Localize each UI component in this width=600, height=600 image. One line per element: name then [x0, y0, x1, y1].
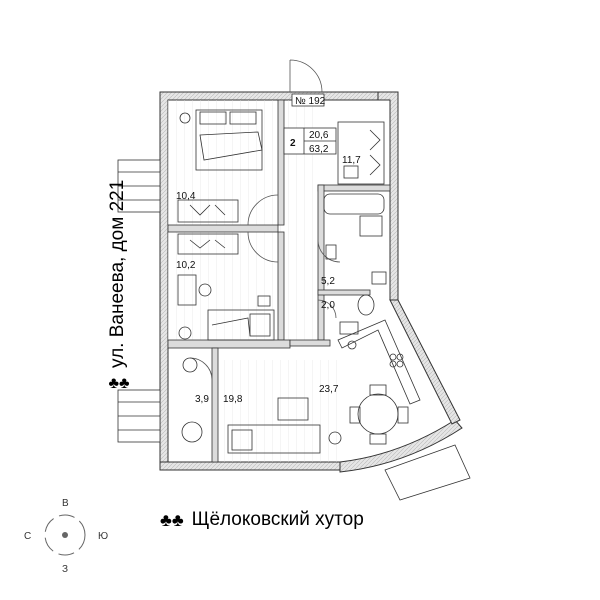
area-bedroom-top: 10,4 [176, 191, 196, 202]
compass-east: Ю [98, 531, 108, 542]
area-kitchen-living: 23,7 [319, 384, 339, 395]
area-bedroom-middle: 10,2 [176, 260, 196, 271]
balcony-furniture [181, 357, 203, 443]
interior-walls [167, 99, 391, 463]
living-furniture [227, 319, 421, 454]
compass-west: С [24, 531, 31, 542]
area-balcony: 3,9 [195, 394, 209, 405]
apartment-number: № 192 [295, 96, 326, 107]
total-area: 63,2 [309, 144, 329, 155]
room-area-labels: 10,4 10,2 3,9 19,8 23,7 11,7 5,2 2,0 [176, 155, 361, 405]
street-name-south: Щёлоковский хутор [191, 509, 364, 530]
apartment-badge: № 192 2 20,6 63,2 [283, 93, 337, 155]
compass-north: В [62, 498, 69, 509]
area-bathroom: 5,2 [321, 276, 335, 287]
street-label-south: ♣♣ Щёлоковский хутор [160, 500, 364, 540]
street-name-west: ул. Ванеева, дом 221 [107, 179, 128, 369]
area-hallway: 11,7 [342, 155, 361, 166]
doors [189, 59, 341, 381]
street-label-west: ♣♣ ул. Ванеева, дом 221 [107, 179, 130, 395]
area-wc: 2,0 [321, 300, 335, 311]
outer-walls [159, 91, 463, 473]
trees-icon: ♣♣ [108, 374, 130, 392]
trees-icon: ♣♣ [160, 509, 184, 530]
area-hall: 19,8 [223, 394, 243, 405]
room-count: 2 [290, 138, 296, 149]
living-area: 20,6 [309, 130, 329, 141]
windows [117, 159, 471, 501]
bathroom-furniture [323, 121, 387, 335]
compass-rose: В З С Ю [24, 498, 108, 575]
bedroom-middle-furniture [177, 233, 275, 341]
bedroom-top-furniture [177, 109, 263, 223]
compass-south: З [62, 564, 68, 575]
